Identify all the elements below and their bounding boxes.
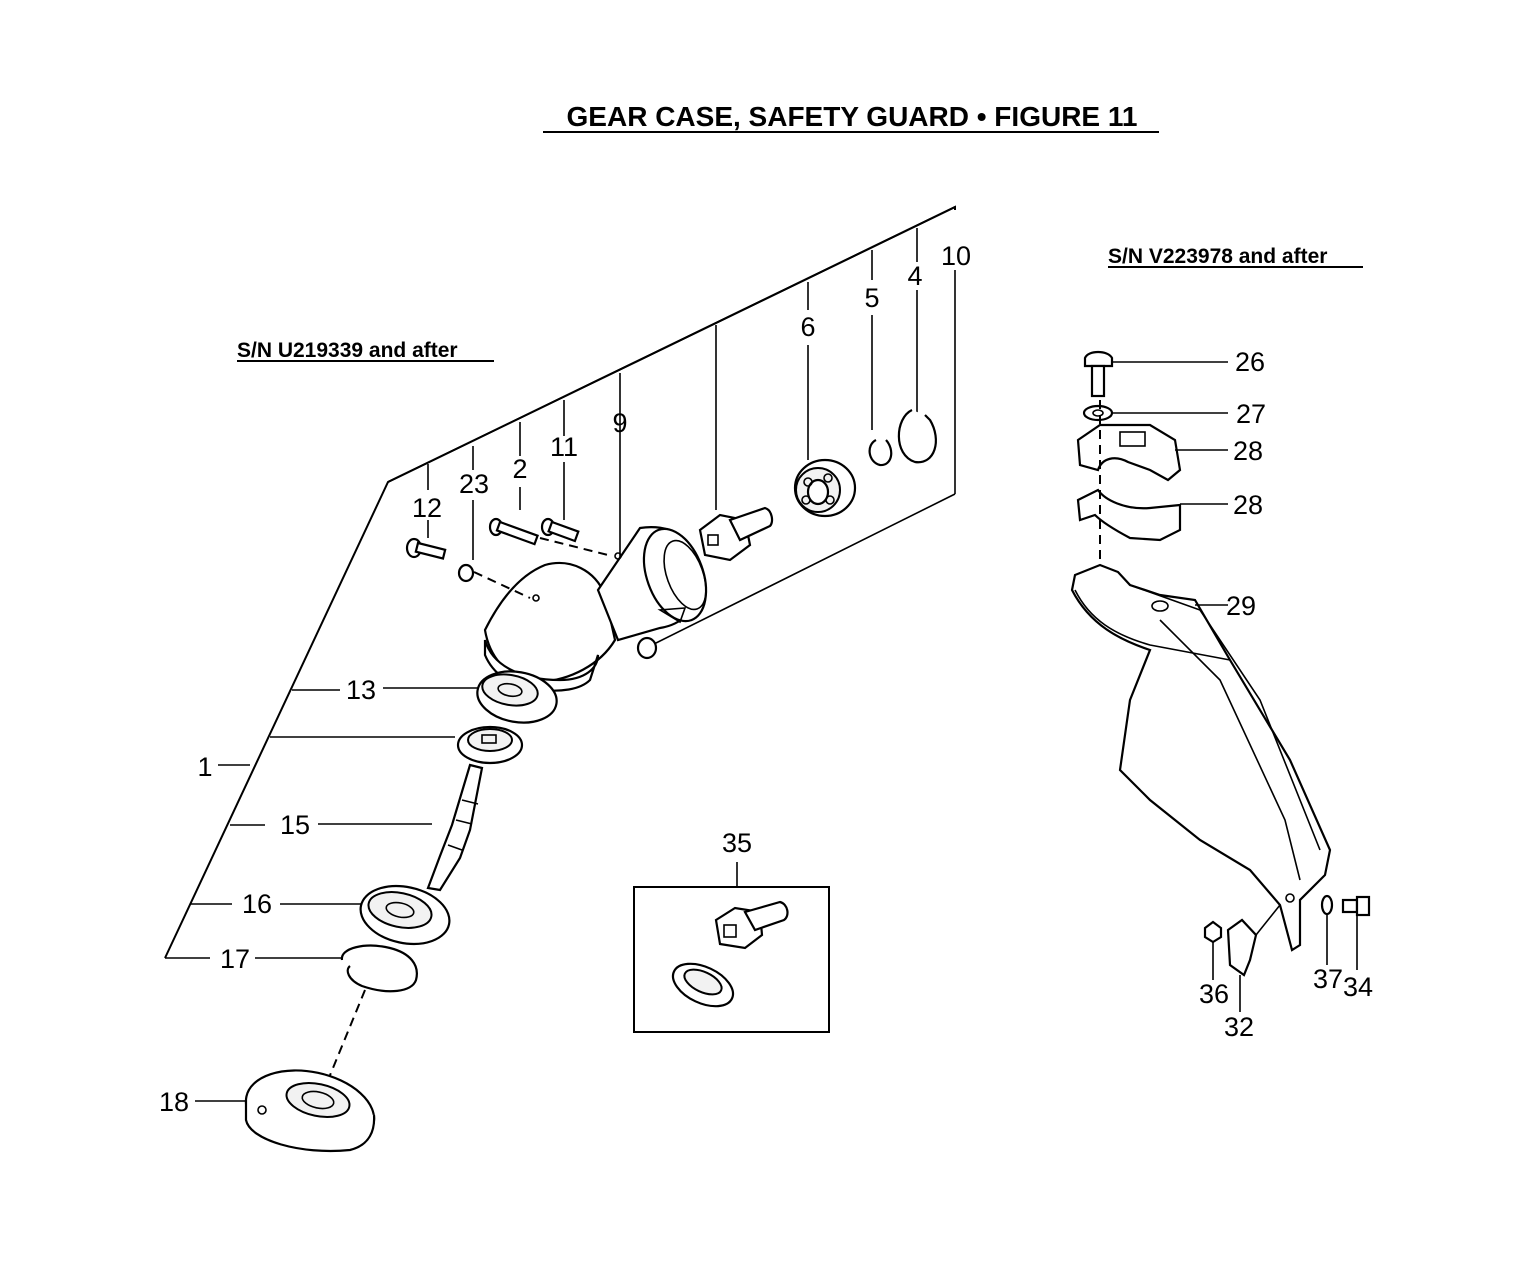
bolt-11 bbox=[540, 517, 580, 543]
snap-ring-17 bbox=[340, 944, 418, 993]
pinion-gear bbox=[698, 506, 774, 562]
serial-note-left: S/N U219339 and after bbox=[237, 339, 458, 362]
callout-15: 15 bbox=[280, 810, 310, 840]
callout-37: 37 bbox=[1313, 964, 1343, 994]
callout-32: 32 bbox=[1224, 1012, 1254, 1042]
snap-ring-5 bbox=[868, 439, 893, 467]
washer-23 bbox=[457, 563, 475, 583]
snap-ring-17-path bbox=[325, 989, 366, 1086]
callout-16: 16 bbox=[242, 889, 272, 919]
callout-9: 9 bbox=[612, 408, 627, 438]
callout-36: 36 bbox=[1199, 979, 1229, 1009]
gear-set-box-35 bbox=[633, 862, 830, 1033]
assembly-bracket-lines bbox=[164, 205, 956, 1102]
callout-11: 11 bbox=[550, 432, 578, 462]
callout-13: 13 bbox=[346, 675, 376, 705]
drive-shaft-15 bbox=[426, 763, 484, 892]
callout-labels: 1 2 4 5 6 9 10 11 12 13 15 16 17 18 23 2… bbox=[159, 241, 1373, 1117]
retaining-ring-4 bbox=[897, 409, 937, 464]
callout-2: 2 bbox=[512, 454, 527, 484]
callout-1: 1 bbox=[197, 752, 212, 782]
callout-28-bottom: 28 bbox=[1233, 490, 1263, 520]
washer-10 bbox=[636, 636, 658, 660]
callout-6: 6 bbox=[800, 312, 815, 342]
cover-18 bbox=[244, 1069, 376, 1153]
callout-29: 29 bbox=[1226, 591, 1256, 621]
bearing-16 bbox=[359, 884, 451, 946]
callout-34: 34 bbox=[1343, 972, 1373, 1002]
bevel-gear bbox=[456, 725, 524, 765]
bolt-11-path bbox=[539, 537, 613, 557]
callout-23: 23 bbox=[459, 469, 489, 499]
serial-note-right: S/N V223978 and after bbox=[1108, 245, 1327, 268]
callout-17: 17 bbox=[220, 944, 250, 974]
callout-26: 26 bbox=[1235, 347, 1265, 377]
washer-23-path bbox=[473, 571, 531, 599]
bolt-12 bbox=[405, 537, 447, 560]
callout-12: 12 bbox=[412, 493, 442, 523]
callout-27: 27 bbox=[1236, 399, 1266, 429]
gear-case bbox=[483, 526, 708, 692]
bolt-2 bbox=[488, 517, 539, 546]
callout-5: 5 bbox=[864, 283, 879, 313]
bearing-13 bbox=[476, 670, 558, 724]
bearing-6 bbox=[793, 458, 857, 518]
callout-18: 18 bbox=[159, 1087, 189, 1117]
callout-10: 10 bbox=[941, 241, 971, 271]
callout-4: 4 bbox=[907, 261, 922, 291]
callout-35: 35 bbox=[722, 828, 752, 858]
safety-guard-assembly bbox=[1070, 350, 1371, 1012]
callout-28-top: 28 bbox=[1233, 436, 1263, 466]
figure-title: GEAR CASE, SAFETY GUARD • FIGURE 11 bbox=[567, 101, 1138, 132]
